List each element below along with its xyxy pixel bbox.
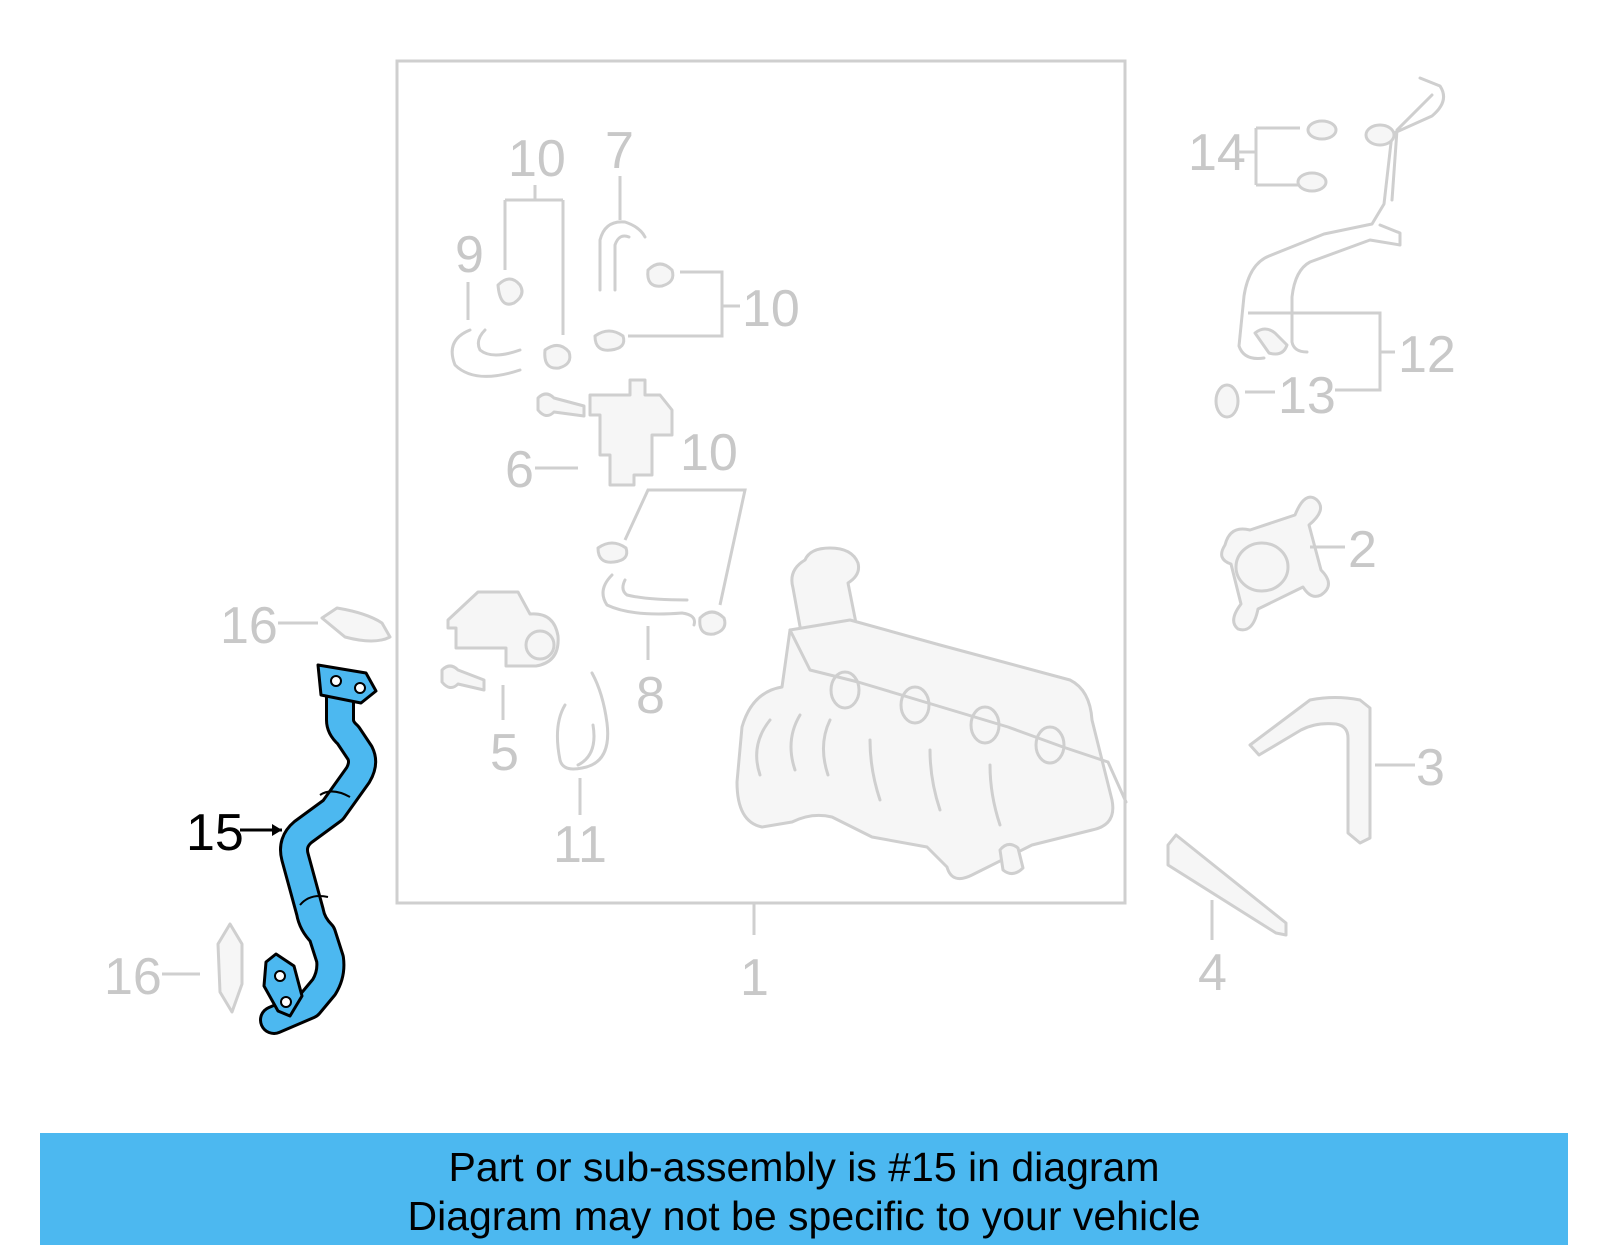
leader-10-right xyxy=(628,270,740,338)
valve-part-5-port xyxy=(524,629,556,661)
washer-part-14b xyxy=(1296,171,1328,193)
arrow-15-icon xyxy=(272,824,282,836)
footer-line-2: Diagram may not be specific to your vehi… xyxy=(407,1193,1201,1239)
callout-7: 7 xyxy=(605,122,634,180)
fitting-part-13a xyxy=(1253,327,1289,356)
clamp-part-10b xyxy=(543,344,572,370)
clamp-part-10d xyxy=(593,329,626,352)
callout-16-bottom: 16 xyxy=(104,948,162,1006)
footer-line-1: Part or sub-assembly is #15 in diagram xyxy=(448,1144,1160,1190)
callout-13: 13 xyxy=(1278,367,1336,425)
turbocharger-part xyxy=(735,546,1128,881)
shield-part-4 xyxy=(1166,833,1288,937)
leader-12 xyxy=(1248,311,1395,392)
callout-2: 2 xyxy=(1348,521,1377,579)
callout-15: 15 xyxy=(186,804,244,862)
gasket-part-2-bore xyxy=(1234,541,1290,593)
bracket-part-3 xyxy=(1248,696,1372,845)
clamp-part-10a xyxy=(496,277,524,306)
valve-part-6 xyxy=(588,378,674,487)
oil-pipe-part-12 xyxy=(1237,76,1446,360)
highlighted-part-15 xyxy=(259,663,378,1035)
callout-11: 11 xyxy=(553,816,607,874)
leader-10-top xyxy=(503,185,565,335)
clamp-part-10e xyxy=(596,541,629,564)
washer-part-14a xyxy=(1306,119,1338,141)
washer-part-13 xyxy=(1214,383,1240,419)
bolt-part-5 xyxy=(440,664,486,692)
callout-10-top: 10 xyxy=(508,130,566,188)
callout-8: 8 xyxy=(636,667,665,725)
callout-1: 1 xyxy=(740,949,769,1007)
callout-9: 9 xyxy=(455,226,484,284)
callout-10-right: 10 xyxy=(742,280,800,338)
hose-part-7 xyxy=(598,220,647,292)
clamp-part-10f xyxy=(698,610,727,636)
banjo-part-12 xyxy=(1364,123,1396,147)
callout-3: 3 xyxy=(1416,739,1445,797)
callout-6: 6 xyxy=(505,441,534,499)
hose-part-8 xyxy=(601,573,696,627)
callout-12: 12 xyxy=(1398,326,1456,384)
callout-10-mid: 10 xyxy=(680,424,738,482)
gasket-part-16b xyxy=(216,922,244,1014)
clamp-part-10c xyxy=(646,262,675,288)
leader-10-mid xyxy=(623,488,747,606)
callout-4: 4 xyxy=(1198,944,1227,1002)
footer-banner: Part or sub-assembly is #15 in diagram D… xyxy=(40,1133,1568,1245)
callout-5: 5 xyxy=(490,724,519,782)
gasket-part-16a xyxy=(320,606,392,643)
hose-part-9 xyxy=(450,328,522,378)
callout-16-top: 16 xyxy=(220,597,278,655)
leader-14 xyxy=(1238,126,1300,187)
bolt-part-6 xyxy=(536,392,586,418)
gasket-part-2 xyxy=(1220,495,1330,632)
callout-14: 14 xyxy=(1188,124,1246,182)
bracket-part-11 xyxy=(555,671,610,771)
